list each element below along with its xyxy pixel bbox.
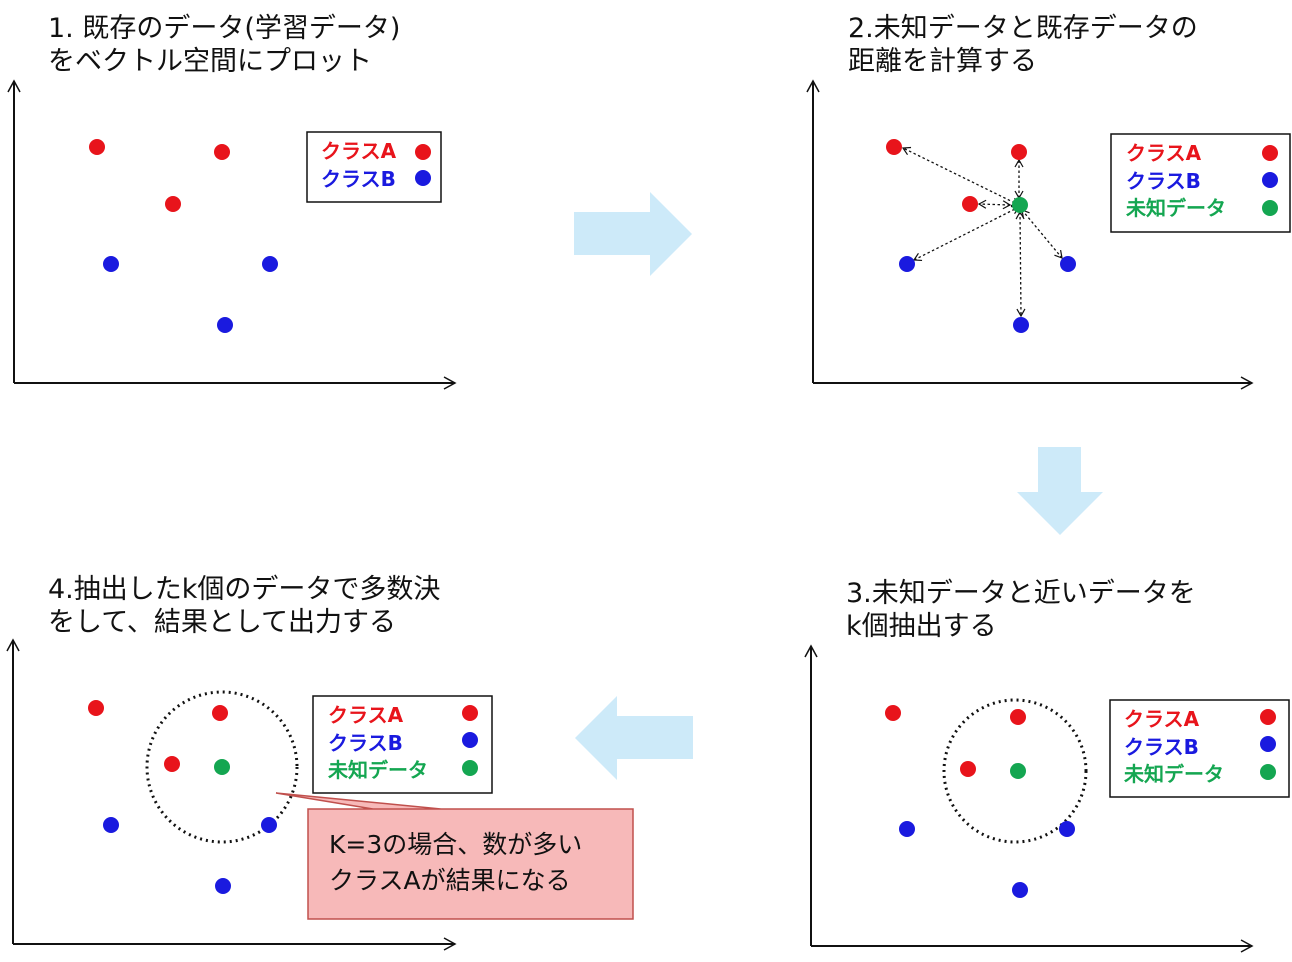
k-neighborhood-circle <box>942 698 1088 844</box>
class-b-point <box>262 256 278 272</box>
legend-class-b-marker <box>462 732 478 748</box>
legend: クラスA クラスB <box>306 131 442 203</box>
distance-lines <box>901 146 1063 318</box>
step4-title: 4.抽出したk個のデータで多数決 をして、結果として出力する <box>48 574 441 638</box>
panel-4: クラスA クラスB 未知データ K=3の場合、数が多い クラスAが結果になる <box>6 638 634 951</box>
class-b-point <box>103 817 119 833</box>
legend-class-a-marker <box>415 144 431 160</box>
legend-class-a-marker <box>1260 709 1276 725</box>
class-b-point <box>217 317 233 333</box>
legend-unknown: 未知データ <box>1124 762 1224 786</box>
legend-class-a: クラスA <box>1124 707 1200 731</box>
callout-line-1: K=3の場合、数が多い <box>329 830 582 859</box>
class-b-point <box>103 256 119 272</box>
panel-3: クラスA クラスB 未知データ <box>804 644 1290 953</box>
legend-class-b: クラスB <box>321 167 396 191</box>
class-a-point <box>962 196 978 212</box>
legend: クラスA クラスB 未知データ <box>312 695 493 794</box>
legend: クラスA クラスB 未知データ <box>1110 133 1291 233</box>
legend-class-b-marker <box>1262 172 1278 188</box>
legend-unknown: 未知データ <box>328 758 428 782</box>
legend-class-a: クラスA <box>321 139 397 163</box>
flow-arrow-down <box>1017 447 1103 535</box>
class-b-point <box>899 256 915 272</box>
unknown-point <box>1010 763 1026 779</box>
legend-unknown-marker <box>1260 764 1276 780</box>
callout-line-2: クラスAが結果になる <box>329 866 571 895</box>
k-neighborhood-circle <box>145 690 299 844</box>
class-a-point <box>88 700 104 716</box>
unknown-point <box>1012 197 1028 213</box>
class-b-point <box>1060 256 1076 272</box>
legend-class-b: クラスB <box>1126 169 1201 193</box>
legend-class-b: クラスB <box>1124 735 1199 759</box>
class-a-point <box>214 144 230 160</box>
class-a-point <box>164 756 180 772</box>
legend-unknown-marker <box>1262 200 1278 216</box>
step2-title: 2.未知データと既存データの 距離を計算する <box>848 13 1198 77</box>
class-a-point <box>212 705 228 721</box>
step3-title: 3.未知データと近いデータを k個抽出する <box>846 578 1196 642</box>
legend-unknown: 未知データ <box>1126 196 1226 220</box>
class-b-point <box>899 821 915 837</box>
legend-unknown-marker <box>462 760 478 776</box>
panel-2: クラスA クラスB 未知データ <box>806 79 1291 390</box>
class-a-point <box>885 705 901 721</box>
class-a-point <box>960 761 976 777</box>
class-a-point <box>165 196 181 212</box>
legend-class-b-marker <box>1260 736 1276 752</box>
class-b-point <box>1059 821 1075 837</box>
class-a-point <box>1011 144 1027 160</box>
class-b-point <box>261 817 277 833</box>
flow-arrow-right <box>574 192 692 276</box>
legend-class-a: クラスA <box>1126 141 1202 165</box>
legend: クラスA クラスB 未知データ <box>1109 699 1290 798</box>
class-a-point <box>886 139 902 155</box>
class-b-point <box>1013 317 1029 333</box>
unknown-point <box>214 759 230 775</box>
legend-class-a-marker <box>1262 145 1278 161</box>
class-a-point <box>1010 709 1026 725</box>
flow-arrow-left <box>575 696 693 780</box>
legend-class-a-marker <box>462 705 478 721</box>
step1-title: 1. 既存のデータ(学習データ) をベクトル空間にプロット <box>48 13 401 77</box>
class-b-point <box>215 878 231 894</box>
class-a-point <box>89 139 105 155</box>
legend-class-a: クラスA <box>328 703 404 727</box>
panel-1: クラスA クラスB <box>7 79 457 390</box>
legend-class-b-marker <box>415 170 431 186</box>
legend-class-b: クラスB <box>328 731 403 755</box>
callout: K=3の場合、数が多い クラスAが結果になる <box>275 792 634 920</box>
class-b-point <box>1012 882 1028 898</box>
